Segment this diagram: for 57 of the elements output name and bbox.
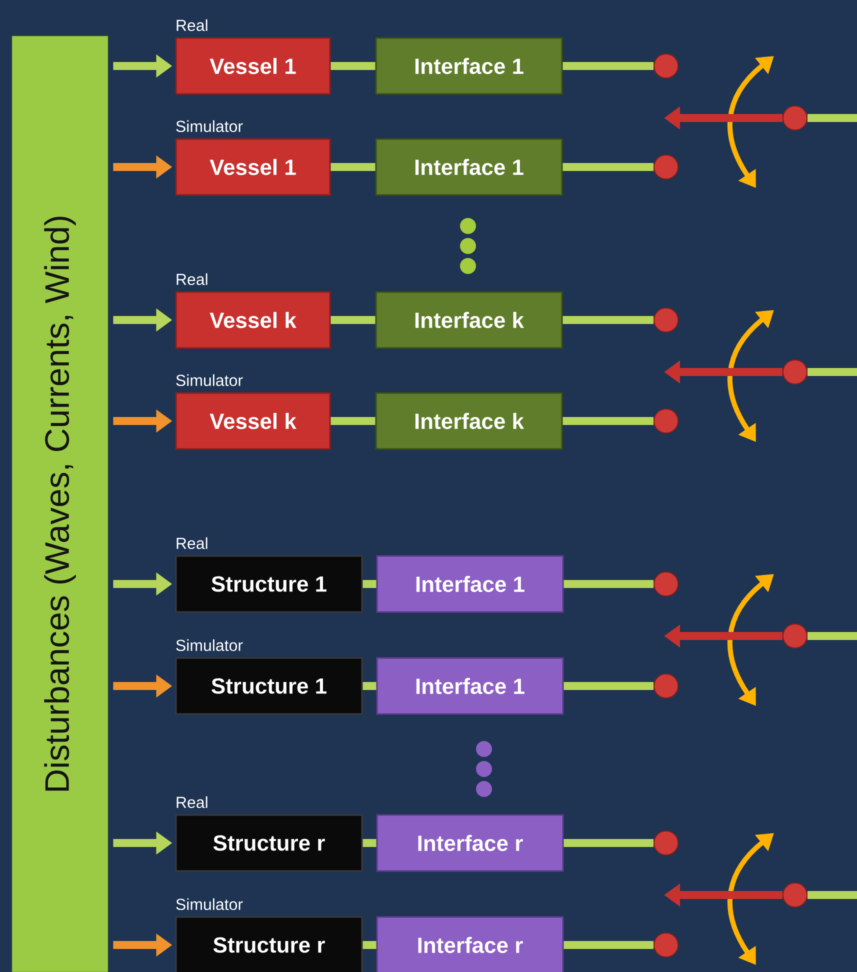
ball — [654, 932, 678, 958]
connector-line — [808, 632, 857, 640]
ball — [654, 572, 678, 596]
structure-box: Structure r — [175, 814, 363, 872]
ball — [654, 830, 678, 856]
connector-line — [562, 163, 654, 171]
vessel-box: Vessel 1 — [175, 37, 331, 95]
ball — [654, 308, 678, 332]
connector-line — [564, 682, 654, 690]
connector-line — [362, 682, 376, 690]
connector-line — [562, 417, 654, 425]
ball — [654, 54, 678, 78]
connector-line — [362, 839, 376, 847]
ball — [654, 674, 678, 698]
ball — [782, 106, 808, 130]
ball — [782, 360, 808, 384]
row-label: Simulator — [176, 374, 243, 386]
connector-line — [562, 62, 654, 70]
row-label: Real — [176, 537, 208, 550]
interface-box: Interface 1 — [375, 37, 563, 95]
interface-box: Interface k — [375, 291, 563, 349]
ball — [782, 882, 808, 908]
vessel-box: Vessel k — [175, 392, 331, 450]
ball — [782, 624, 808, 648]
connector-line — [362, 941, 376, 950]
structure-box: Structure 1 — [175, 555, 363, 613]
row-label: Simulator — [176, 639, 243, 652]
interface-box: Interface r — [376, 916, 564, 972]
vessel-box: Vessel 1 — [175, 138, 331, 196]
connector-line — [330, 163, 376, 171]
connector-line — [330, 316, 376, 324]
connector-line — [808, 368, 857, 376]
interface-box: Interface r — [376, 814, 564, 872]
row-label: Real — [176, 19, 208, 32]
connector-line — [808, 114, 857, 122]
vessel-box: Vessel k — [175, 291, 331, 349]
interface-box: Interface 1 — [376, 657, 564, 715]
connector-line — [564, 941, 654, 950]
connector-line — [362, 580, 376, 588]
interface-box: Interface 1 — [375, 138, 563, 196]
row-label: Real — [176, 796, 208, 808]
row-label: Real — [176, 273, 208, 286]
connector-line — [564, 839, 654, 847]
ball — [654, 408, 678, 434]
row-label: Simulator — [176, 120, 243, 132]
structure-box: Structure 1 — [175, 657, 363, 715]
connector-line — [330, 417, 376, 425]
connector-line — [562, 316, 654, 324]
connector-line — [564, 580, 654, 588]
connector-line — [330, 62, 376, 70]
connector-line — [808, 891, 857, 899]
structure-box: Structure r — [175, 916, 363, 972]
disturbance-bar: Disturbances (Waves, Currents, Wind) — [12, 36, 108, 972]
row-label: Simulator — [176, 898, 243, 910]
interface-box: Interface 1 — [376, 555, 564, 613]
interface-box: Interface k — [375, 392, 563, 450]
ball — [654, 154, 678, 180]
